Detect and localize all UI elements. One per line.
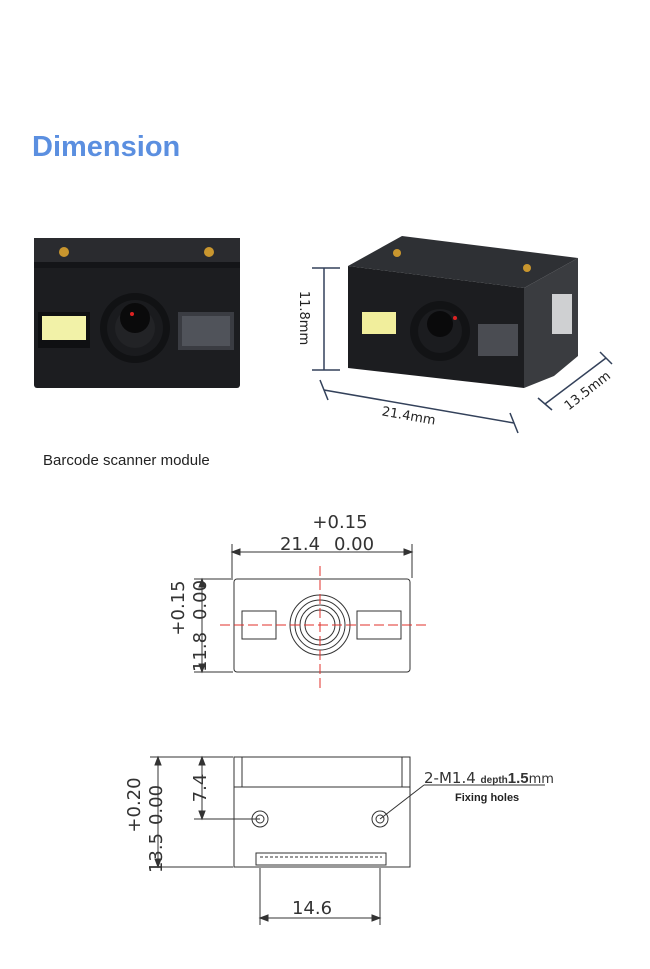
bottom-outline	[233, 756, 411, 868]
hole-offset-dim: 7.4	[190, 774, 211, 803]
qr-label	[552, 294, 572, 334]
module-front-photo	[34, 238, 240, 388]
width-lower-tol: 0.00	[334, 534, 374, 555]
bottom-view-drawing: +0.20 0.00 13.5 7.4 14.6 2-M1.4 depth1.5…	[124, 755, 554, 925]
hole-spacing-dim: 14.6	[292, 898, 332, 919]
fixing-holes-label: Fixing holes	[455, 792, 519, 804]
screw-insert-icon	[523, 264, 531, 272]
height-upper-tol: +0.15	[168, 580, 189, 635]
led-window	[362, 312, 396, 334]
fixing-hole-right	[371, 810, 389, 828]
sensor-window	[478, 324, 518, 356]
photo-height-dim: 11.8mm	[296, 291, 311, 345]
screw-insert-icon	[393, 249, 401, 257]
lens-icon	[120, 303, 150, 333]
module-perspective-photo: 11.8mm 21.4mm 13.5mm	[296, 236, 614, 434]
depth-upper-tol: +0.20	[124, 777, 145, 832]
screw-insert-icon	[204, 247, 214, 257]
hole-spec: 2-M1.4 depth1.5mm	[424, 769, 554, 787]
width-nominal: 21.4	[280, 534, 320, 555]
depth-lower-tol: 0.00	[146, 785, 167, 825]
page-title: Dimension	[32, 131, 181, 163]
screw-insert-icon	[59, 247, 69, 257]
height-nominal: 11.8	[190, 632, 211, 672]
width-upper-tol: +0.15	[312, 512, 367, 533]
connector-strip	[255, 852, 387, 866]
centerlines	[220, 566, 430, 692]
photo-depth-dim: 13.5mm	[562, 369, 614, 414]
front-view-drawing: +0.15 21.4 0.00 +0.15 0.00 11.8	[168, 512, 430, 692]
photo-caption: Barcode scanner module	[43, 452, 210, 469]
height-lower-tol: 0.00	[190, 580, 211, 620]
depth-nominal: 13.5	[146, 833, 167, 873]
led-window	[42, 316, 86, 340]
lens-icon	[427, 311, 453, 337]
fixing-hole-left	[251, 810, 269, 828]
sensor-window	[182, 316, 230, 346]
